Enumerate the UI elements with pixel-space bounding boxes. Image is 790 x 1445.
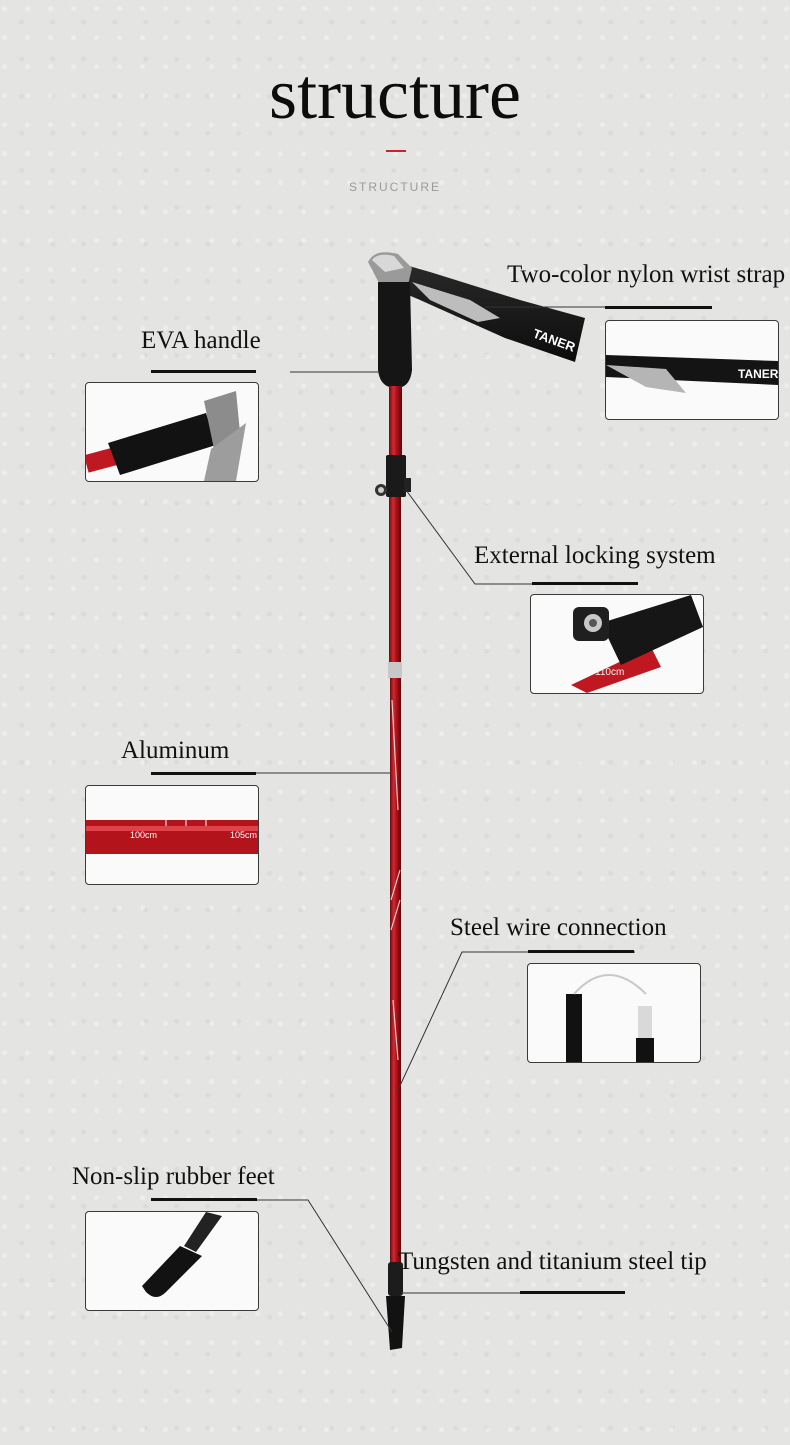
page-title: structure	[269, 54, 521, 134]
thumbnail-aluminum: 100cm 105cm	[85, 785, 259, 885]
callout-underline-wrist-strap	[605, 306, 712, 309]
callout-label-wrist-strap: Two-color nylon wrist strap	[507, 261, 786, 288]
callout-underline-steel-wire	[528, 950, 634, 953]
thumb-scale-105: 105cm	[230, 830, 257, 840]
leader-rubber-feet	[257, 1199, 393, 1333]
upper-shaft	[389, 386, 402, 466]
callout-underline-locking-system	[532, 582, 638, 585]
callout-label-aluminum: Aluminum	[121, 737, 230, 764]
thumbnail-rubber-feet	[85, 1211, 259, 1311]
thumb-strap-brand-text: TANER	[738, 367, 778, 381]
callout-label-eva-handle: EVA handle	[141, 327, 261, 354]
callout-underline-eva-handle	[151, 370, 256, 373]
title-accent-divider	[386, 150, 406, 152]
thumb-scale-100: 100cm	[130, 830, 157, 840]
lower-shaft	[390, 678, 401, 1264]
callout-label-tip: Tungsten and titanium steel tip	[398, 1248, 707, 1275]
thumbnail-steel-wire	[527, 963, 701, 1063]
shaft-graphics	[390, 699, 401, 1061]
page-subtitle: STRUCTURE	[349, 180, 441, 194]
pole-tip-graphic	[386, 1262, 405, 1350]
thumbnail-eva-handle	[85, 382, 259, 482]
callout-label-steel-wire: Steel wire connection	[450, 914, 667, 941]
eva-handle-graphic	[378, 282, 412, 388]
middle-shaft	[389, 497, 401, 667]
wrist-strap-graphic: TANER	[392, 262, 585, 362]
thumbnail-wrist-strap: TANER	[605, 320, 779, 420]
callout-label-rubber-feet: Non-slip rubber feet	[72, 1163, 275, 1190]
thumbnail-locking-system: 110cm	[530, 594, 704, 694]
shaft-joint-ring	[388, 662, 402, 678]
callout-underline-aluminum	[151, 772, 256, 775]
callout-label-locking-system: External locking system	[474, 542, 716, 569]
callout-underline-rubber-feet	[151, 1198, 257, 1201]
callout-underline-tip	[520, 1291, 625, 1294]
thumb-scale-110: 110cm	[595, 667, 624, 678]
locking-clamp-graphic	[375, 455, 411, 497]
